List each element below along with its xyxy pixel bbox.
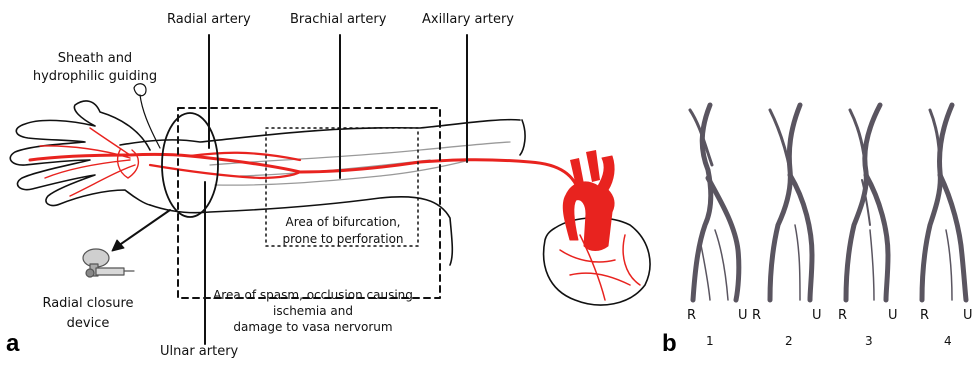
closure-arrowhead <box>112 240 124 251</box>
panel-a-letter: a <box>6 330 19 358</box>
variant-2-ulnar-label: U <box>812 308 822 323</box>
variant-4-number: 4 <box>944 334 952 348</box>
panel-b-letter: b <box>662 330 677 358</box>
sheath-label-line2: hydrophilic guiding <box>20 69 170 85</box>
variant-4-radial-label: R <box>920 308 929 323</box>
bifurcation-label-line2: prone to perforation <box>268 231 418 247</box>
sheath-device <box>134 84 160 148</box>
spasm-label-line2: ischemia and <box>196 303 430 319</box>
closure-device-label-line1: Radial closure <box>28 296 148 312</box>
closure-device-label-line2: device <box>28 316 148 332</box>
closure-device-icon <box>83 249 134 277</box>
variant-1-ulnar-label: U <box>738 308 748 323</box>
variant-drawings <box>690 105 966 300</box>
radial-artery-label: Radial artery <box>167 12 251 28</box>
variant-1-number: 1 <box>706 334 714 348</box>
variant-3-ulnar-label: U <box>888 308 898 323</box>
variant-3-number: 3 <box>865 334 873 348</box>
variant-4-ulnar-label: U <box>963 308 973 323</box>
aortic-arch <box>563 156 614 251</box>
closure-arrow <box>118 210 170 246</box>
hand-outline <box>10 101 150 205</box>
bifurcation-label-line1: Area of bifurcation, <box>268 214 418 230</box>
variant-1-radial-label: R <box>687 308 696 323</box>
sheath-label-line1: Sheath and <box>20 51 170 67</box>
heart <box>544 150 650 305</box>
spasm-zone-box <box>178 108 440 298</box>
variant-3-vessels <box>846 105 888 300</box>
brachial-artery-label: Brachial artery <box>290 12 386 28</box>
ulnar-artery-label: Ulnar artery <box>160 344 238 360</box>
variant-1-vessels <box>690 105 739 300</box>
spasm-label-line1: Area of spasm, occlusion causing <box>196 287 430 303</box>
axillary-artery-label: Axillary artery <box>422 12 514 28</box>
variant-2-number: 2 <box>785 334 793 348</box>
variant-2-radial-label: R <box>752 308 761 323</box>
variant-3-radial-label: R <box>838 308 847 323</box>
variant-4-vessels <box>922 105 966 300</box>
spasm-label-line3: damage to vasa nervorum <box>196 319 430 335</box>
variant-2-vessels <box>770 105 812 300</box>
